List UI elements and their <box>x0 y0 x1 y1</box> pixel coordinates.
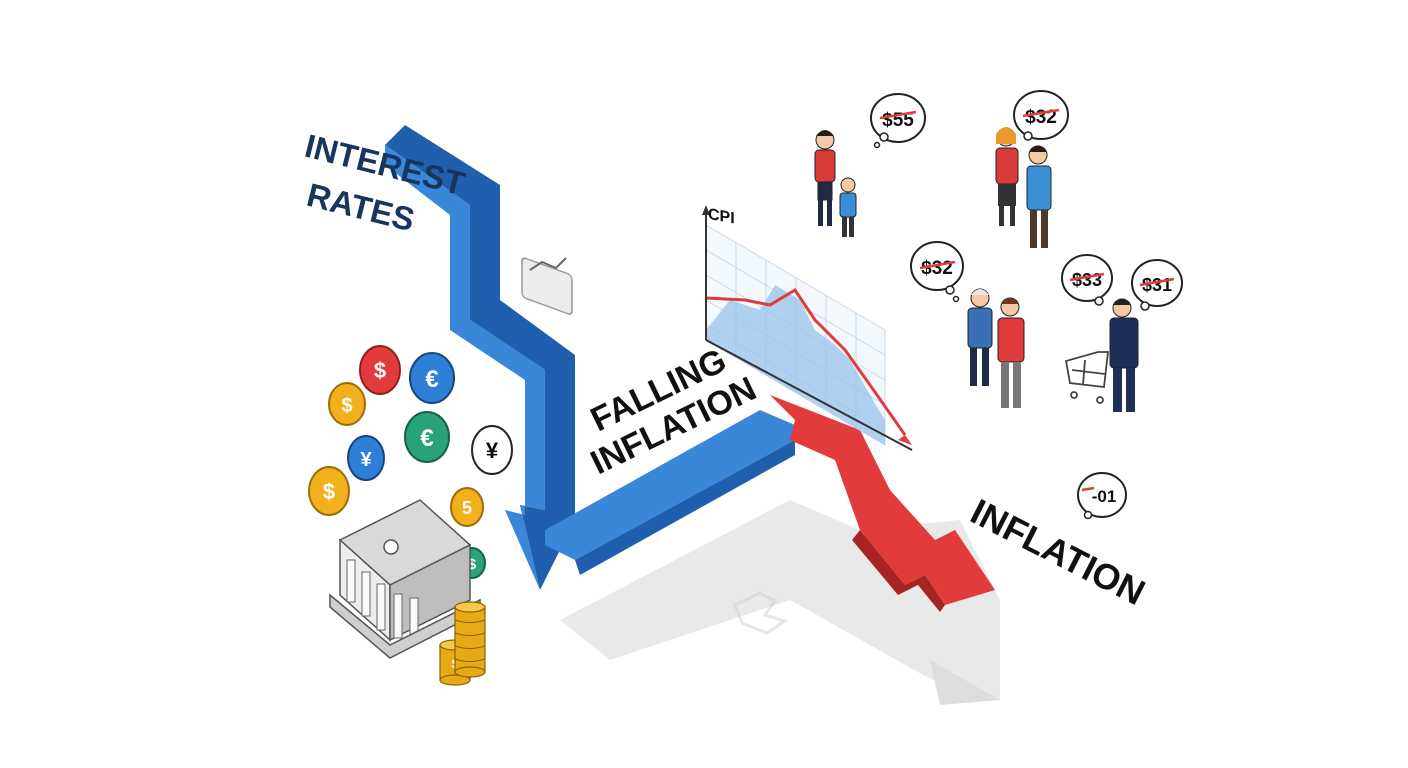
price-bubble-3: $32 <box>910 241 964 303</box>
coin-stacks: $ <box>439 601 486 686</box>
shopper-with-cart <box>1064 298 1139 412</box>
svg-text:€: € <box>420 425 433 452</box>
price-bubble-6-text: -01 <box>1092 487 1117 506</box>
couple-top-right <box>995 127 1052 248</box>
price-bubble-3-text: $32 <box>921 258 953 279</box>
handshake-icon <box>521 257 573 315</box>
svg-text:$: $ <box>468 556 477 573</box>
svg-text:$: $ <box>323 479 335 504</box>
svg-text:€: € <box>425 366 438 393</box>
coin-dollar-red: $ <box>359 345 401 395</box>
price-bubble-1: $55 <box>870 93 926 149</box>
interest-rates-label: INTEREST RATES <box>301 127 468 238</box>
currency-coins: $ € $ € ¥ ¥ $ 5 <box>308 345 513 579</box>
coin-euro-blue: € <box>409 352 455 404</box>
svg-text:$: $ <box>374 358 386 383</box>
interest-rates-arrow <box>385 125 795 590</box>
price-bubble-5: $31 <box>1131 259 1183 311</box>
shopping-cart-icon <box>1064 351 1110 404</box>
price-bubble-6: -01 <box>1077 472 1127 520</box>
coin-stack-right <box>454 601 486 678</box>
coin-five-yellow: 5 <box>450 487 484 527</box>
inflation-arrow <box>770 395 995 612</box>
bank-building-icon <box>329 499 481 659</box>
price-bubble-4: $33 <box>1061 254 1113 306</box>
price-bubbles: $55 $32 $32 $33 $31 <box>870 90 1183 520</box>
cpi-label: CPI <box>708 205 735 228</box>
coin-dollar-yellow-2: $ <box>308 466 350 516</box>
svg-text:$: $ <box>341 395 352 417</box>
family-mother-child <box>814 130 857 237</box>
coin-yen-white: ¥ <box>471 425 513 475</box>
coin-euro-green: € <box>404 411 450 463</box>
elderly-and-young <box>967 288 1025 408</box>
svg-text:5: 5 <box>462 498 472 518</box>
price-bubble-2: $32 <box>1013 90 1069 141</box>
ghost-hands-icon <box>733 591 789 635</box>
cpi-chart: CPI <box>702 205 913 451</box>
coin-yen-blue: ¥ <box>347 435 385 481</box>
people-groups <box>814 127 1139 412</box>
svg-text:¥: ¥ <box>486 438 499 463</box>
coin-dollar-yellow-1: $ <box>328 382 366 426</box>
svg-text:¥: ¥ <box>360 449 372 471</box>
